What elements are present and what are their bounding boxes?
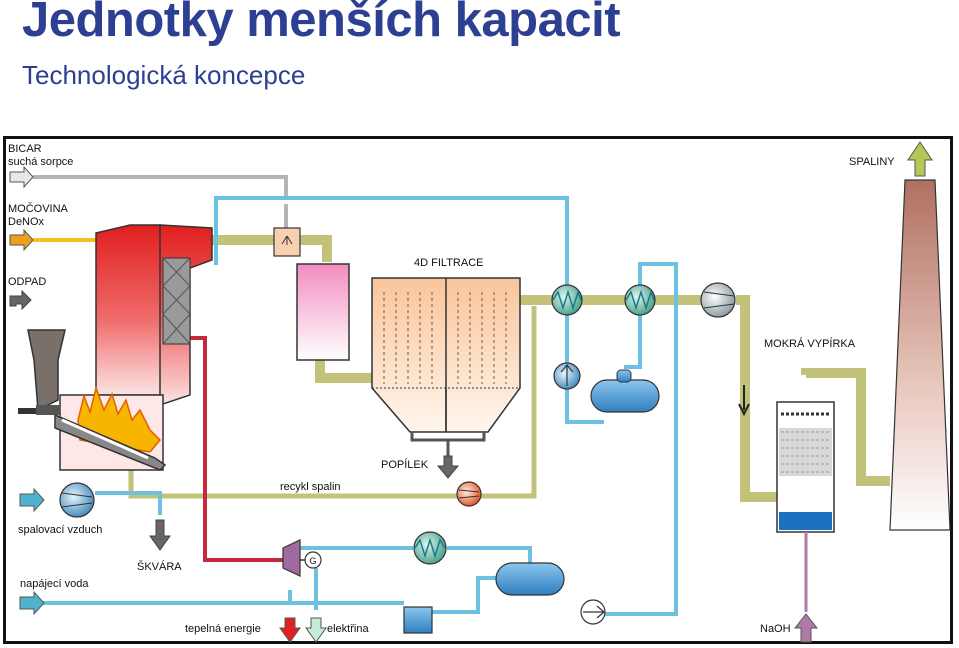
combustion-air-fan — [59, 482, 95, 518]
bag-filter — [371, 277, 521, 456]
feed-hopper — [18, 329, 66, 415]
induced-draft-fan — [700, 282, 736, 318]
label-denox: DeNOx — [8, 216, 45, 228]
label-dry-sorption: suchá sorpce — [8, 156, 73, 168]
arrow-scrubber-flow — [738, 385, 750, 417]
expansion-tank — [590, 369, 660, 413]
page-subtitle: Technologická koncepce — [22, 60, 306, 90]
label-flue-gas-recycle: recykl spalin — [280, 481, 341, 493]
label-urea: MOČOVINA — [8, 202, 69, 215]
steam-line — [190, 336, 283, 562]
label-slag: ŠKVÁRA — [137, 560, 182, 573]
arrow-combustion-air-in — [19, 487, 45, 513]
label-naoh: NaOH — [760, 623, 791, 635]
arrow-waste-in — [9, 289, 32, 311]
heat-exchanger-1 — [551, 284, 583, 316]
arrow-bicar-in — [9, 165, 34, 189]
reagent-lines — [33, 175, 288, 515]
pump-1 — [553, 362, 581, 390]
arrow-feed-water-in — [19, 590, 45, 616]
condenser — [403, 606, 433, 634]
pump-2 — [580, 599, 606, 625]
label-filtration: 4D FILTRACE — [414, 257, 483, 269]
recycle-fan — [456, 481, 482, 507]
label-flue-gas: SPALINY — [849, 156, 895, 168]
water-lines — [40, 196, 678, 616]
label-bicar: BICAR — [8, 143, 42, 155]
label-electricity: elektřina — [327, 623, 369, 635]
label-fly-ash: POPÍLEK — [381, 458, 429, 471]
feed-water-tank — [495, 562, 565, 596]
arrow-fly-ash-out — [436, 455, 460, 479]
label-combustion-air: spalovací vzduch — [18, 524, 102, 536]
arrow-slag-out — [149, 519, 171, 551]
label-waste: ODPAD — [8, 276, 46, 288]
label-feed-water: napájecí voda — [20, 578, 89, 590]
sorbent-injector — [273, 227, 301, 257]
heat-exchanger-2 — [624, 284, 656, 316]
arrow-flue-gas-out — [907, 141, 933, 177]
page-title: Jednotky menších kapacit — [22, 0, 621, 47]
generator-label: G — [309, 556, 316, 566]
steam-turbine — [282, 539, 307, 577]
arrow-electricity-out — [305, 617, 327, 643]
heat-exchanger-3 — [413, 531, 447, 565]
label-wet-scrubber: MOKRÁ VYPÍRKA — [764, 337, 856, 350]
chimney-stack — [889, 179, 951, 531]
arrow-heat-energy-out — [279, 617, 301, 643]
arrow-urea-in — [9, 228, 34, 252]
label-heat-energy: tepelná energie — [185, 623, 261, 635]
generator: G — [304, 551, 322, 569]
wet-scrubber — [776, 401, 835, 612]
reactor — [296, 263, 350, 361]
arrow-naoh-in — [793, 613, 819, 643]
